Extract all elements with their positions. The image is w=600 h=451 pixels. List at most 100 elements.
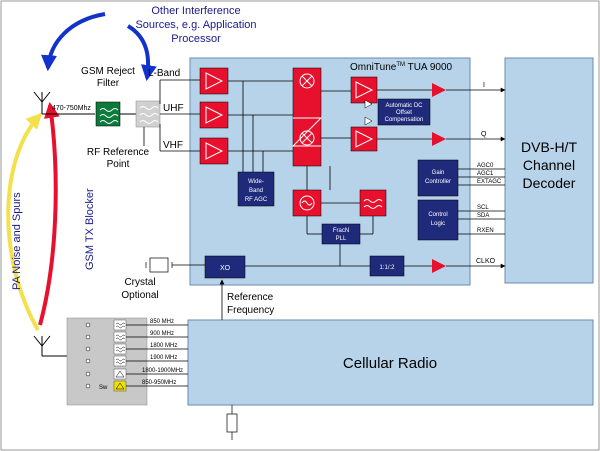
filter-symbol-icon — [99, 108, 119, 124]
rf-reference-label-1: RF Reference — [87, 147, 150, 158]
filter-symbol-icon — [115, 334, 126, 341]
gain-controller — [417, 159, 459, 197]
crystal-label-2: Optional — [121, 290, 158, 301]
crystal-label-1: Crystal — [124, 277, 155, 288]
control-label-1: Control — [428, 212, 447, 218]
filter-symbol-icon — [115, 358, 126, 365]
signal-sda: SDA — [477, 213, 489, 219]
signal-i: I — [483, 82, 485, 89]
pll-label-1: FracN — [333, 228, 349, 234]
switch-contact-icon — [85, 358, 91, 364]
lna-lband — [199, 67, 229, 95]
agc-label-3: RF AGC — [245, 197, 268, 203]
mixer-block — [292, 67, 322, 167]
mixer-i-icon — [299, 73, 315, 89]
pa-noise-arrow — [6, 112, 43, 331]
interference-text-1: Other Interference — [151, 5, 240, 17]
clock-driver — [432, 259, 446, 273]
switch-label: Sw — [99, 385, 108, 391]
decoder-label-1: DVB-H/T — [521, 139, 577, 155]
decoder-label-3: Decoder — [523, 175, 576, 191]
dc-label-1: Automatic DC — [385, 103, 423, 109]
cellular-radio-label: Cellular Radio — [343, 355, 437, 372]
control-logic — [417, 199, 459, 241]
filter-bank-row: 1900 MHz — [85, 355, 188, 367]
antenna-icon — [33, 91, 95, 115]
gain-label-2: Controller — [425, 179, 451, 185]
agc-label-1: Wide- — [248, 179, 264, 185]
divider-label: 1:1/:2 — [379, 265, 395, 271]
dc-offset-compensation — [377, 98, 431, 126]
signal-agc0: AGC0 — [477, 163, 494, 169]
switch-contact-icon — [85, 371, 91, 377]
chip-title: OmniTuneTM TUA 9000 — [350, 62, 453, 73]
interference-text-2: Sources, e.g. Application — [135, 19, 256, 31]
output-driver-q — [432, 132, 446, 146]
filter-bank-row: 900 MHz — [85, 331, 188, 343]
splitter-symbol-icon — [139, 106, 159, 124]
xo-label: XO — [220, 265, 231, 272]
signal-agc1: AGC1 — [477, 171, 494, 177]
connector-icon — [226, 405, 238, 440]
filter-band-label: 1900 MHz — [150, 355, 177, 361]
band-label-uhf: UHF — [163, 103, 184, 114]
interference-text-3: Processor — [171, 33, 221, 45]
mixer-cross-lines — [291, 117, 323, 147]
interference-arrow-filter — [126, 24, 157, 82]
filter-band-label: 850-950MHz — [142, 380, 176, 386]
band-label-lband: L-Band — [148, 68, 180, 79]
signal-rxen: RXEN — [477, 228, 494, 234]
output-driver-i — [432, 83, 446, 97]
signal-extagc: EXTAGC — [477, 179, 502, 185]
gsm-tx-blocker-label: GSM TX Blocker — [84, 188, 96, 270]
filter-bank-row: 1800 MHz — [85, 343, 188, 355]
amplifier-icon — [115, 370, 125, 378]
filter-symbol-icon — [115, 346, 126, 353]
crystal-oscillator — [204, 255, 246, 279]
interference-arrow-antenna — [41, 12, 106, 72]
filter-bank-rows: 850 MHz 900 MHz 1800 MHz 1900 MHz 1800-1900M… — [85, 319, 188, 392]
cellular-radio — [187, 319, 594, 406]
gsm-blocker-arrow — [38, 101, 60, 326]
crystal-icon — [145, 257, 205, 273]
duplexer-block — [113, 368, 127, 380]
reference-frequency-label-2: Frequency — [227, 305, 274, 316]
control-label-2: Logic — [431, 221, 445, 227]
cellular-antenna-icon — [33, 335, 67, 357]
filter-bank-row: 850 MHz — [85, 319, 188, 331]
switch-contact-icon — [85, 334, 91, 340]
wideband-rf-agc — [237, 171, 275, 207]
band-label-vhf: VHF — [163, 140, 183, 151]
gsm-filter-label-1: GSM Reject — [81, 66, 135, 77]
channel-decoder — [504, 57, 594, 284]
pa-noise-label: PA Noise and Spurs — [11, 192, 23, 290]
duplexer-block — [113, 380, 127, 392]
switch-contact-icon — [85, 346, 91, 352]
agc-label-2: Band — [249, 188, 263, 194]
rf-reference-label-2: Point — [107, 159, 130, 170]
pll-label-2: PLL — [336, 236, 347, 242]
reference-frequency-label-1: Reference — [227, 292, 274, 303]
decoder-label-2: Channel — [523, 157, 575, 173]
filter-bank — [66, 317, 148, 406]
filter-bank-row: 1800-1900MHz — [85, 368, 188, 380]
signal-clko: CLKO — [476, 258, 496, 265]
filter-band-label: 1800 MHz — [150, 343, 177, 349]
signal-scl: SCL — [477, 205, 489, 211]
filter-band-label: 850 MHz — [150, 319, 174, 325]
gsm-reject-filter — [95, 101, 121, 127]
filter-bank-row: 850-950MHz — [85, 380, 188, 392]
amplifier-icon — [115, 382, 125, 390]
lna-uhf — [199, 101, 229, 129]
gsm-filter-label-2: Filter — [97, 78, 120, 89]
frequency-range-label: 470-750Mhz — [52, 105, 91, 112]
lna-vhf — [199, 137, 229, 165]
switch-contact-icon — [85, 383, 91, 389]
filter-symbol-icon — [115, 322, 126, 329]
dc-label-2: Offset — [396, 110, 412, 116]
filter-band-label: 1800-1900MHz — [142, 368, 183, 374]
gain-label-1: Gain — [432, 170, 445, 176]
filter-band-label: 900 MHz — [150, 331, 174, 337]
